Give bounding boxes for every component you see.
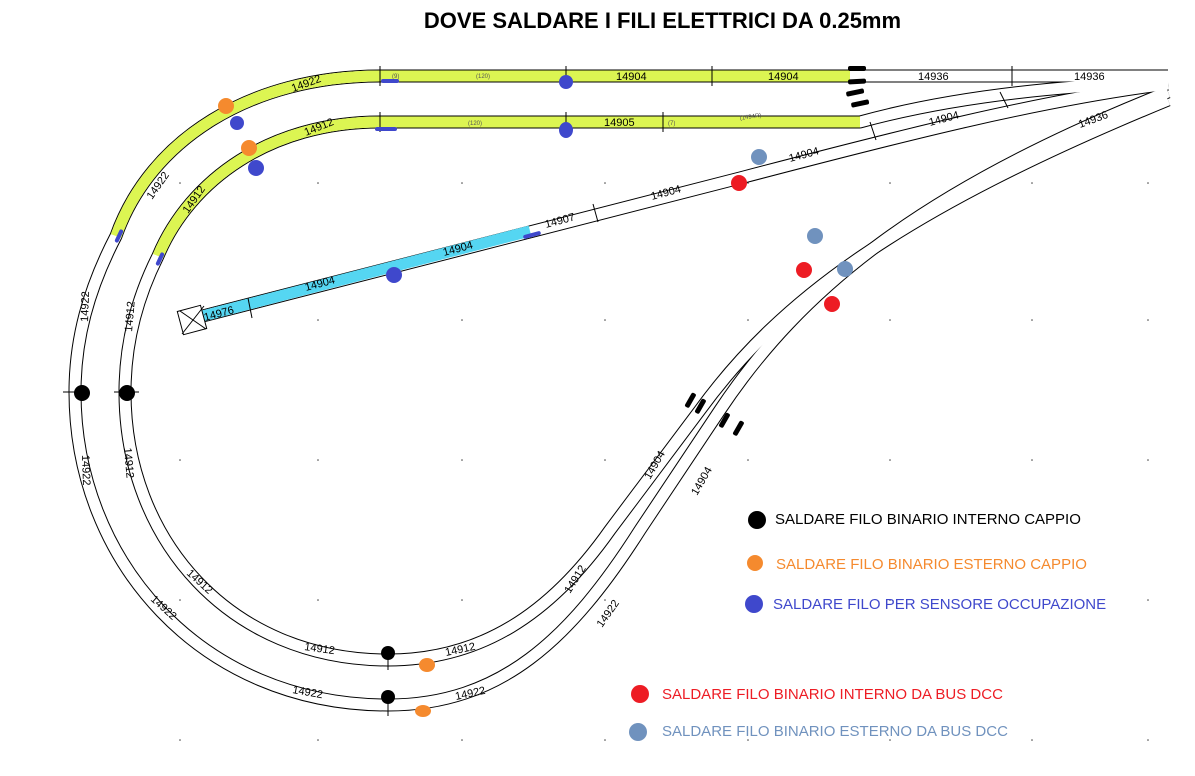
grid-dot <box>461 459 463 461</box>
outer-loop-wire-point <box>218 98 234 114</box>
occupancy-sensor-point <box>230 116 244 130</box>
track-label: 14976 <box>203 304 236 324</box>
track-label: 14904 <box>616 71 647 83</box>
grid-dot <box>317 599 319 601</box>
grid-dot <box>889 319 891 321</box>
grid-dot <box>179 599 181 601</box>
track-label: 14905 <box>604 117 635 129</box>
grid-dot <box>461 599 463 601</box>
grid-dot <box>317 459 319 461</box>
track-label: 14922 <box>79 455 92 486</box>
grid-dot <box>1147 739 1149 741</box>
grid-dot <box>179 739 181 741</box>
grid-dot <box>1147 459 1149 461</box>
small-label: (120) <box>468 121 482 127</box>
track-label: 14912 <box>121 447 136 479</box>
small-label: (9) <box>392 74 399 80</box>
grid-dot <box>1147 599 1149 601</box>
grid-dot <box>317 319 319 321</box>
inner-loop-wire-point <box>74 385 90 401</box>
outer-loop-wire-point <box>241 140 257 156</box>
grid-dot <box>1031 459 1033 461</box>
grid-dot <box>604 319 606 321</box>
siding-occupancy-section <box>193 225 532 324</box>
buffer-stop-icon <box>176 304 208 336</box>
insulated-joiners <box>114 66 870 436</box>
inner-loop-wire-point <box>381 690 395 704</box>
grid-dot <box>604 182 606 184</box>
inner-occupancy-section <box>152 116 860 259</box>
legend-item: SALDARE FILO BINARIO INTERNO DA BUS DCC <box>662 686 1003 703</box>
track-label: 14904 <box>768 71 799 83</box>
outer-occupancy-section <box>110 70 850 238</box>
inner-loop-wire-point <box>381 646 395 660</box>
legend-dot-blue <box>745 595 763 613</box>
grid-dot <box>889 182 891 184</box>
legend-item: SALDARE FILO PER SENSORE OCCUPAZIONE <box>773 596 1107 613</box>
track-label: 14922 <box>290 73 323 95</box>
outer-loop-wire-point <box>415 705 431 717</box>
occupancy-sensor-point <box>559 122 573 138</box>
track-label: 14922 <box>291 684 323 701</box>
grid-dot <box>889 739 891 741</box>
occupancy-sensor-point <box>386 267 402 283</box>
dcc-outer-point <box>751 149 767 165</box>
inner-loop-wire-point <box>119 385 135 401</box>
small-label: (120) <box>476 74 490 80</box>
small-label: (1494R) <box>739 113 761 122</box>
grid-dot <box>179 182 181 184</box>
solder-points <box>74 75 853 717</box>
track-label: 14912 <box>303 116 336 139</box>
legend-item: SALDARE FILO BINARIO ESTERNO CAPPIO <box>776 556 1087 573</box>
grid-dot <box>747 739 749 741</box>
grid-dot <box>461 739 463 741</box>
grid-dot <box>747 319 749 321</box>
grid-dot <box>889 459 891 461</box>
dcc-outer-point <box>807 228 823 244</box>
section-ticks <box>63 66 1013 716</box>
grid-dot <box>461 319 463 321</box>
grid-dot <box>604 739 606 741</box>
grid-dot <box>1147 319 1149 321</box>
legend-item: SALDARE FILO BINARIO INTERNO CAPPIO <box>775 511 1081 528</box>
dcc-inner-point <box>731 175 747 191</box>
track-label: 14922 <box>454 685 486 703</box>
track-label: 14912 <box>304 641 336 657</box>
small-label: (7) <box>668 121 675 127</box>
legend-dot-grayblue <box>629 723 647 741</box>
grid-dot <box>1031 599 1033 601</box>
grid-dot <box>179 459 181 461</box>
outer-loop-wire-point <box>419 658 435 672</box>
track-label: 14936 <box>918 71 949 83</box>
grid-dot <box>604 599 606 601</box>
grid-dot <box>461 182 463 184</box>
grid-dot <box>1147 182 1149 184</box>
grid-dot <box>1031 319 1033 321</box>
grid-dot <box>317 182 319 184</box>
grid-dot <box>1031 739 1033 741</box>
track-label: 14936 <box>1074 71 1105 83</box>
legend-dot-black <box>748 511 766 529</box>
grid-dot <box>1031 182 1033 184</box>
dcc-outer-point <box>837 261 853 277</box>
track-label: 14922 <box>595 598 622 630</box>
diagram-title: DOVE SALDARE I FILI ELETTRICI DA 0.25mm <box>423 8 902 33</box>
grid-dot <box>604 459 606 461</box>
legend-dot-red <box>631 685 649 703</box>
occupancy-sensor-point <box>559 75 573 89</box>
legend-dot-orange <box>747 555 763 571</box>
track-label: 14904 <box>689 465 715 497</box>
dcc-inner-point <box>796 262 812 278</box>
occupancy-sensor-point <box>248 160 264 176</box>
track-label: 14912 <box>123 301 138 333</box>
legend-item: SALDARE FILO BINARIO ESTERNO DA BUS DCC <box>662 723 1008 740</box>
grid-dot <box>889 599 891 601</box>
dcc-inner-point <box>824 296 840 312</box>
grid-dot <box>747 459 749 461</box>
track-label: 14922 <box>79 291 92 322</box>
grid-dot <box>317 739 319 741</box>
